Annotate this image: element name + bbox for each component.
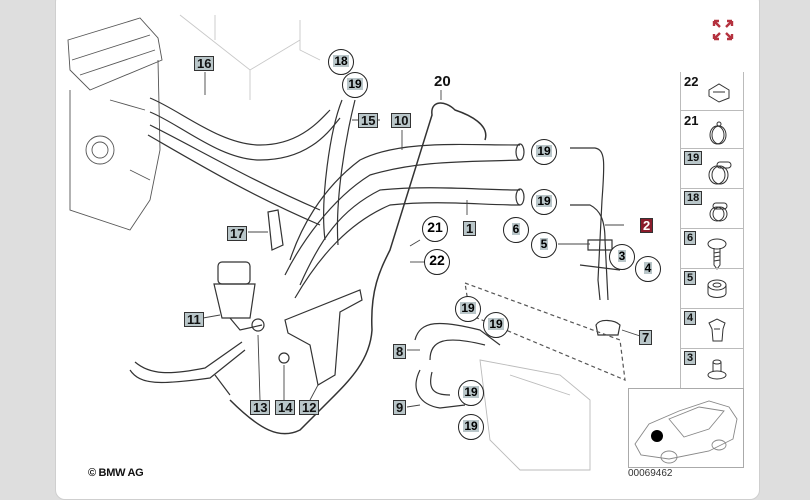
location-marker	[651, 430, 663, 442]
callout-19-text: 19	[488, 317, 504, 331]
callout-15[interactable]: 15	[358, 113, 379, 128]
hose-15	[323, 99, 356, 246]
callout-20[interactable]: 20	[434, 73, 451, 90]
car-outline-icon	[634, 400, 738, 464]
rivet-icon	[707, 359, 727, 380]
legend-number: 18	[684, 191, 703, 205]
callout-21[interactable]: 21	[422, 216, 448, 242]
bracket-12	[284, 289, 363, 386]
callout-19-text: 19	[347, 77, 363, 91]
clip-nut-icon	[708, 318, 726, 342]
callout-9[interactable]: 9	[393, 400, 407, 415]
callout-13[interactable]: 13	[250, 400, 271, 415]
hose-2	[570, 147, 621, 301]
diagram-part-number: 00069462	[628, 468, 673, 479]
callout-16[interactable]: 16	[194, 56, 215, 71]
grommet-icon	[707, 279, 727, 298]
callout-19-text: 19	[536, 194, 552, 208]
callout-8[interactable]: 8	[393, 344, 407, 359]
grommet-13	[251, 318, 265, 332]
callout-11[interactable]: 11	[184, 312, 204, 327]
nut-14	[278, 352, 290, 364]
expand-arrows-icon[interactable]	[711, 18, 735, 42]
hose-8	[414, 322, 501, 361]
legend-number: 5	[684, 271, 697, 285]
callout-3-text: 3	[617, 249, 627, 263]
callout-19-text: 19	[460, 301, 476, 315]
callout-19[interactable]: 19	[483, 312, 509, 338]
callout-21-text: 21	[427, 219, 443, 235]
callout-12[interactable]: 12	[299, 400, 320, 415]
callout-19[interactable]: 19	[455, 296, 481, 322]
callout-4[interactable]: 4	[635, 256, 661, 282]
callout-19-text: 19	[463, 385, 479, 399]
parts-legend: 22 21 19 18 6 5 4 3	[680, 72, 744, 388]
callout-6-text: 6	[511, 222, 521, 236]
legend-number: 19	[684, 151, 703, 165]
callout-19-text: 19	[536, 144, 552, 158]
heater-box	[479, 359, 591, 471]
vehicle-location-inset	[628, 388, 744, 468]
clip-icon	[708, 83, 730, 103]
hose-16	[147, 97, 341, 226]
legend-row[interactable]: 4	[681, 308, 743, 349]
hose-1	[294, 187, 525, 299]
legend-number: 22	[684, 74, 699, 89]
bypass-hose	[129, 341, 246, 396]
callout-14[interactable]: 14	[275, 400, 296, 415]
hose-9	[415, 369, 466, 409]
callout-22[interactable]: 22	[424, 249, 450, 275]
part-7-bracket	[595, 319, 621, 336]
callout-17[interactable]: 17	[227, 226, 248, 241]
callout-19[interactable]: 19	[531, 189, 557, 215]
callout-7[interactable]: 7	[639, 330, 653, 345]
callout-10[interactable]: 10	[391, 113, 412, 128]
legend-row[interactable]: 5	[681, 268, 743, 309]
legend-number: 6	[684, 231, 697, 245]
callout-19[interactable]: 19	[531, 139, 557, 165]
legend-number: 4	[684, 311, 697, 325]
screw-icon	[707, 238, 727, 270]
callout-5-text: 5	[539, 237, 549, 251]
screw-clamp-icon	[708, 161, 732, 185]
copyright-text: © BMW AG	[88, 467, 144, 479]
hose-clamp-icon	[709, 121, 727, 145]
legend-row[interactable]: 22	[681, 72, 743, 110]
callout-19-text: 19	[463, 419, 479, 433]
callout-19[interactable]: 19	[458, 414, 484, 440]
callout-19[interactable]: 19	[342, 72, 368, 98]
hose-10	[284, 143, 525, 276]
legend-row[interactable]: 3	[681, 348, 743, 389]
callout-22-text: 22	[429, 252, 445, 268]
pipe-20	[229, 102, 487, 435]
callout-18[interactable]: 18	[328, 49, 354, 75]
engine-block	[67, 17, 163, 231]
legend-row[interactable]: 18	[681, 188, 743, 229]
callout-2-highlighted[interactable]: 2	[640, 218, 654, 233]
legend-row[interactable]: 19	[681, 148, 743, 189]
legend-row[interactable]: 21	[681, 110, 743, 149]
legend-row[interactable]: 6	[681, 228, 743, 270]
callout-18-text: 18	[333, 54, 349, 68]
water-valve-11	[213, 261, 263, 331]
callout-4-text: 4	[643, 261, 653, 275]
callout-5[interactable]: 5	[531, 232, 557, 258]
legend-number: 21	[684, 113, 699, 128]
callout-1[interactable]: 1	[463, 221, 477, 236]
clamp-17	[267, 209, 284, 251]
radiator-outline	[179, 14, 321, 100]
callout-6[interactable]: 6	[503, 217, 529, 243]
assembly-frame	[464, 282, 626, 381]
screw-clamp-small-icon	[709, 202, 728, 222]
callout-3[interactable]: 3	[609, 244, 635, 270]
callout-19[interactable]: 19	[458, 380, 484, 406]
legend-number: 3	[684, 351, 697, 365]
